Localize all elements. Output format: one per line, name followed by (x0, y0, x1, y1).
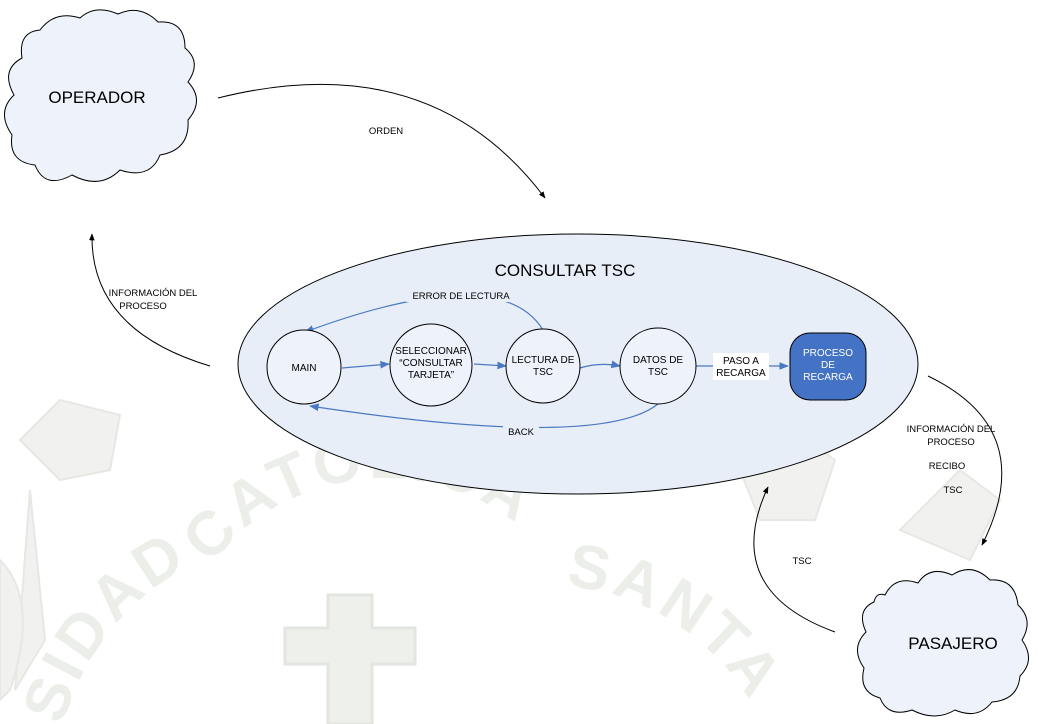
node-recharge: PROCESO DE RECARGA (789, 332, 867, 401)
info-to-operator-arrow (89, 233, 211, 367)
tsc-from-passenger-arrow (753, 486, 836, 633)
node-select-label-1: SELECCIONAR (395, 346, 467, 357)
select-to-read-arrow (473, 361, 507, 370)
node-recharge-label-2: DE (821, 360, 835, 371)
watermark-cross (283, 593, 417, 724)
info-to-passenger-label-1: INFORMACIÓN DEL (907, 424, 996, 435)
info-to-passenger-arrow (927, 375, 1003, 546)
main-to-select-arrow (341, 360, 390, 369)
tsc-from-passenger-label: TSC (793, 556, 812, 567)
node-main-label: MAIN (292, 363, 317, 374)
info-to-operator-label-1: INFORMACIÓN DEL (109, 288, 198, 299)
cloud-shape (857, 569, 1029, 717)
receipt-label: RECIBO (929, 461, 965, 472)
node-read-label-2: TSC (533, 367, 553, 378)
watermark-text-right: SANTA (563, 531, 797, 712)
operator-cloud: OPERADOR (4, 9, 197, 182)
info-to-operator-label-2: PROCESO (119, 301, 167, 312)
back-arrow (309, 403, 659, 429)
node-select-label-2: “CONSULTAR (399, 358, 463, 369)
to-recharge-label-1: PASO A (723, 356, 759, 367)
read-to-data-arrow (579, 360, 621, 369)
node-data: DATOS DE TSC (619, 327, 697, 405)
node-read: LECTURA DE TSC (505, 328, 581, 404)
operator-label: OPERADOR (48, 88, 145, 107)
back-label: BACK (508, 427, 535, 438)
node-recharge-label-3: RECARGA (803, 372, 853, 383)
order-arrow (217, 83, 546, 199)
passenger-label: PASAJERO (908, 634, 997, 653)
transition-labels: ERROR DE LECTURA BACK PASO A RECARGA (406, 289, 769, 438)
outer-flows (89, 83, 1003, 633)
node-recharge-label-1: PROCESO (803, 348, 853, 359)
node-select-label-3: TARJETA” (408, 370, 454, 381)
info-to-passenger-label-2: PROCESO (927, 437, 975, 448)
to-recharge-label-2: RECARGA (716, 368, 766, 379)
node-data-label-1: DATOS DE (633, 355, 684, 366)
tsc-to-passenger-label: TSC (944, 485, 963, 496)
outer-flow-labels: ORDEN INFORMACIÓN DEL PROCESO INFORMACIÓ… (109, 126, 996, 567)
process-title: CONSULTAR TSC (495, 261, 636, 280)
node-read-label-1: LECTURA DE (512, 355, 575, 366)
cloud-shape (4, 9, 197, 182)
order-label: ORDEN (369, 126, 403, 137)
node-main: MAIN (266, 329, 342, 405)
node-data-label-2: TSC (648, 367, 668, 378)
node-select: SELECCIONAR “CONSULTAR TARJETA” (389, 323, 473, 407)
read-error-label: ERROR DE LECTURA (412, 291, 510, 302)
passenger-cloud: PASAJERO (857, 569, 1029, 717)
